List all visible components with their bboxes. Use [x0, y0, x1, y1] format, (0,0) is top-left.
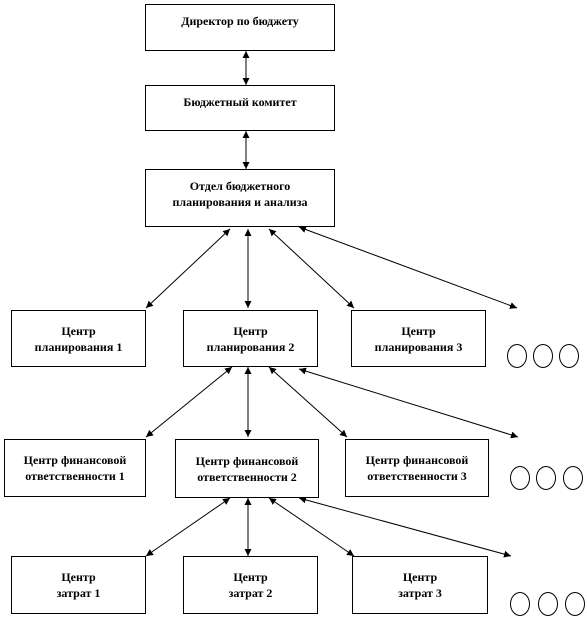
director-box: Директор по бюджету	[145, 4, 335, 51]
arrow-planning2-finance-3	[268, 366, 348, 438]
ellipsis-dot	[563, 466, 583, 490]
planning-center-1-label: Центр планирования 1	[34, 323, 123, 354]
ellipsis-dot	[565, 592, 585, 616]
planning-center-3-label: Центр планирования 3	[374, 323, 463, 354]
finance-center-2: Центр финансовой ответственности 2	[175, 439, 319, 498]
cost-center-1-label: Центр затрат 1	[56, 570, 101, 600]
arrow-planning2-finance-more	[298, 367, 519, 439]
ellipsis-dot	[536, 466, 556, 490]
ellipsis-dot	[507, 344, 527, 368]
cost-center-2-label: Центр затрат 2	[228, 570, 273, 600]
finance-center-3: Центр финансовой ответственности 3	[345, 439, 489, 497]
planning-center-3: Центр планирования 3	[351, 310, 486, 367]
finance-center-1-label: Центр финансовой ответственности 1	[23, 453, 127, 483]
arrow-finance2-cost-more	[298, 496, 512, 558]
cost-center-2: Центр затрат 2	[183, 556, 318, 614]
ellipsis-dot	[510, 592, 530, 616]
ellipsis-dot	[510, 466, 530, 490]
committee-box: Бюджетный комитет	[145, 85, 335, 131]
department-box: Отдел бюджетного планирования и анализа	[145, 169, 335, 227]
cost-center-1: Центр затрат 1	[11, 556, 146, 614]
planning-center-1: Центр планирования 1	[11, 310, 146, 367]
department-label: Отдел бюджетного планирования и анализа	[172, 179, 308, 209]
arrow-planning2-finance-1	[145, 366, 233, 438]
planning-center-2: Центр планирования 2	[183, 310, 318, 367]
ellipsis-dot	[559, 344, 579, 368]
cost-center-3-label: Центр затрат 3	[398, 570, 442, 600]
finance-center-1: Центр финансовой ответственности 1	[4, 439, 146, 497]
finance-center-3-label: Центр финансовой ответственности 3	[365, 453, 469, 483]
arrow-finance2-cost-1	[145, 497, 231, 557]
arrow-department-planning-more	[298, 226, 518, 309]
finance-center-2-label: Центр финансовой ответственности 2	[195, 453, 299, 484]
planning-center-2-label: Центр планирования 2	[206, 323, 295, 354]
ellipsis-dot	[533, 344, 553, 368]
cost-center-3: Центр затрат 3	[352, 556, 488, 614]
arrow-department-planning-1	[145, 228, 231, 309]
ellipsis-dot	[538, 592, 558, 616]
committee-label: Бюджетный комитет	[183, 95, 297, 109]
arrow-finance2-cost-3	[268, 497, 355, 557]
arrow-department-planning-3	[268, 228, 355, 309]
director-label: Директор по бюджету	[181, 14, 299, 28]
